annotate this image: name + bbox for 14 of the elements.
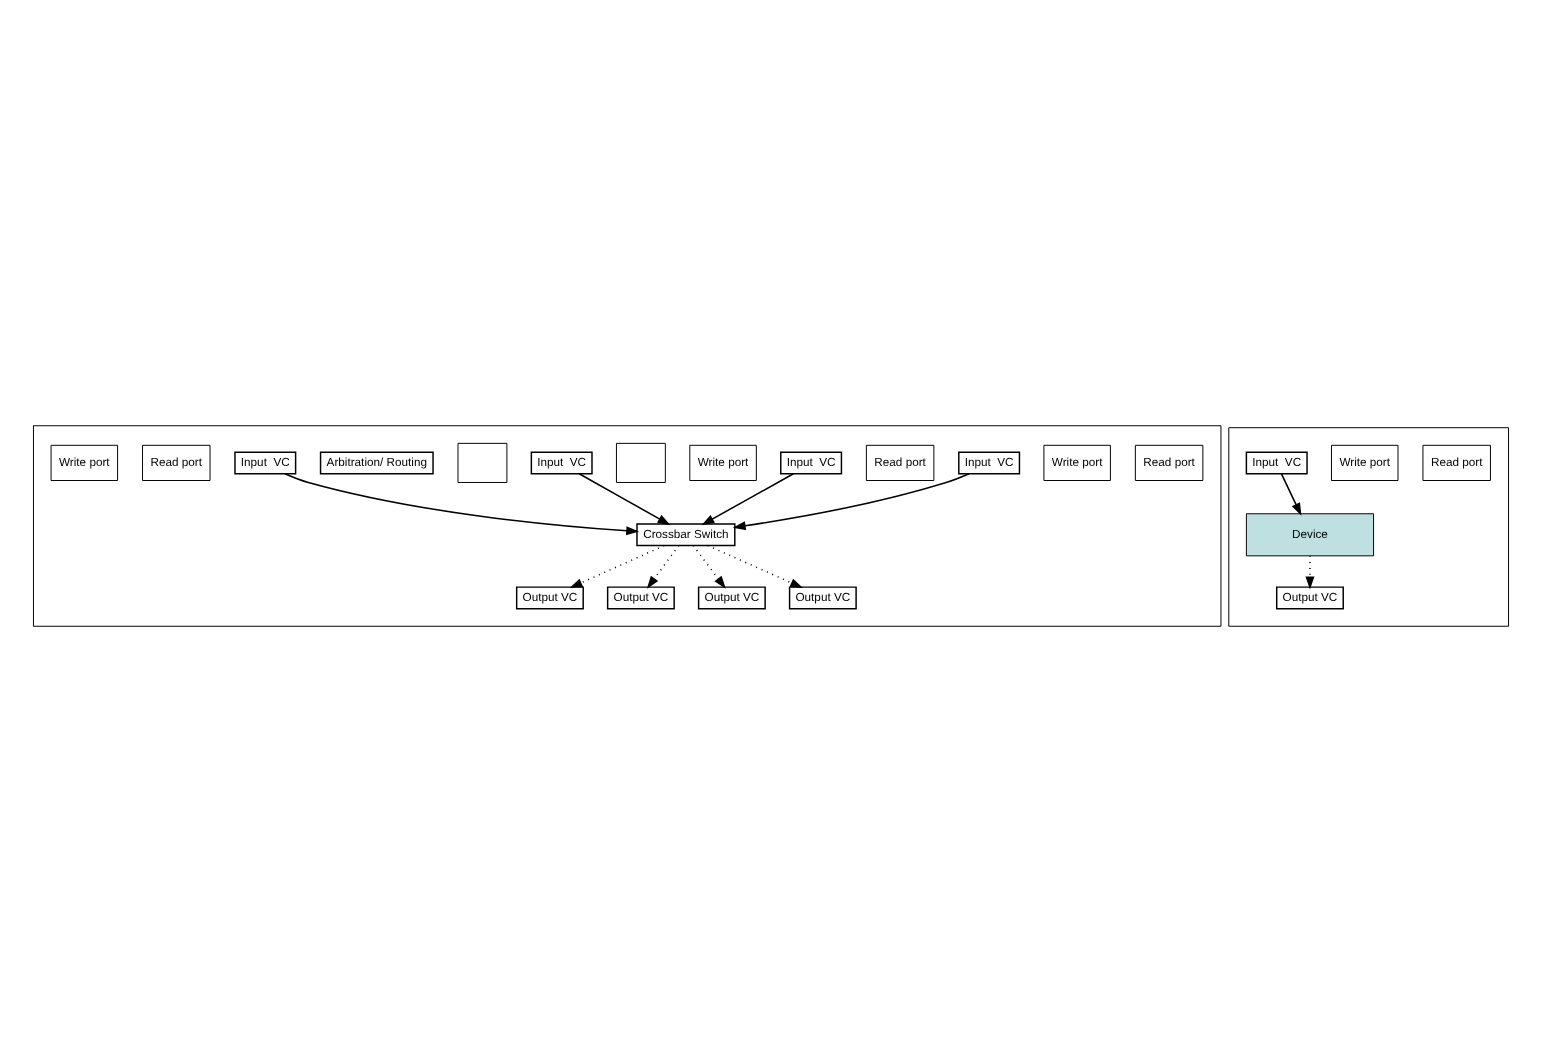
arrow (578, 471, 671, 525)
node-box (615, 441, 666, 482)
arrow (692, 543, 726, 588)
node-box (457, 441, 508, 482)
arrow (284, 471, 640, 535)
arrow (701, 471, 795, 525)
cluster (1228, 426, 1510, 626)
cluster (32, 424, 1222, 626)
arrow (1280, 472, 1302, 515)
arrow (646, 543, 680, 588)
arrow (1305, 554, 1315, 589)
arrow (569, 543, 665, 588)
arrow (732, 471, 970, 530)
arrow (707, 543, 804, 588)
